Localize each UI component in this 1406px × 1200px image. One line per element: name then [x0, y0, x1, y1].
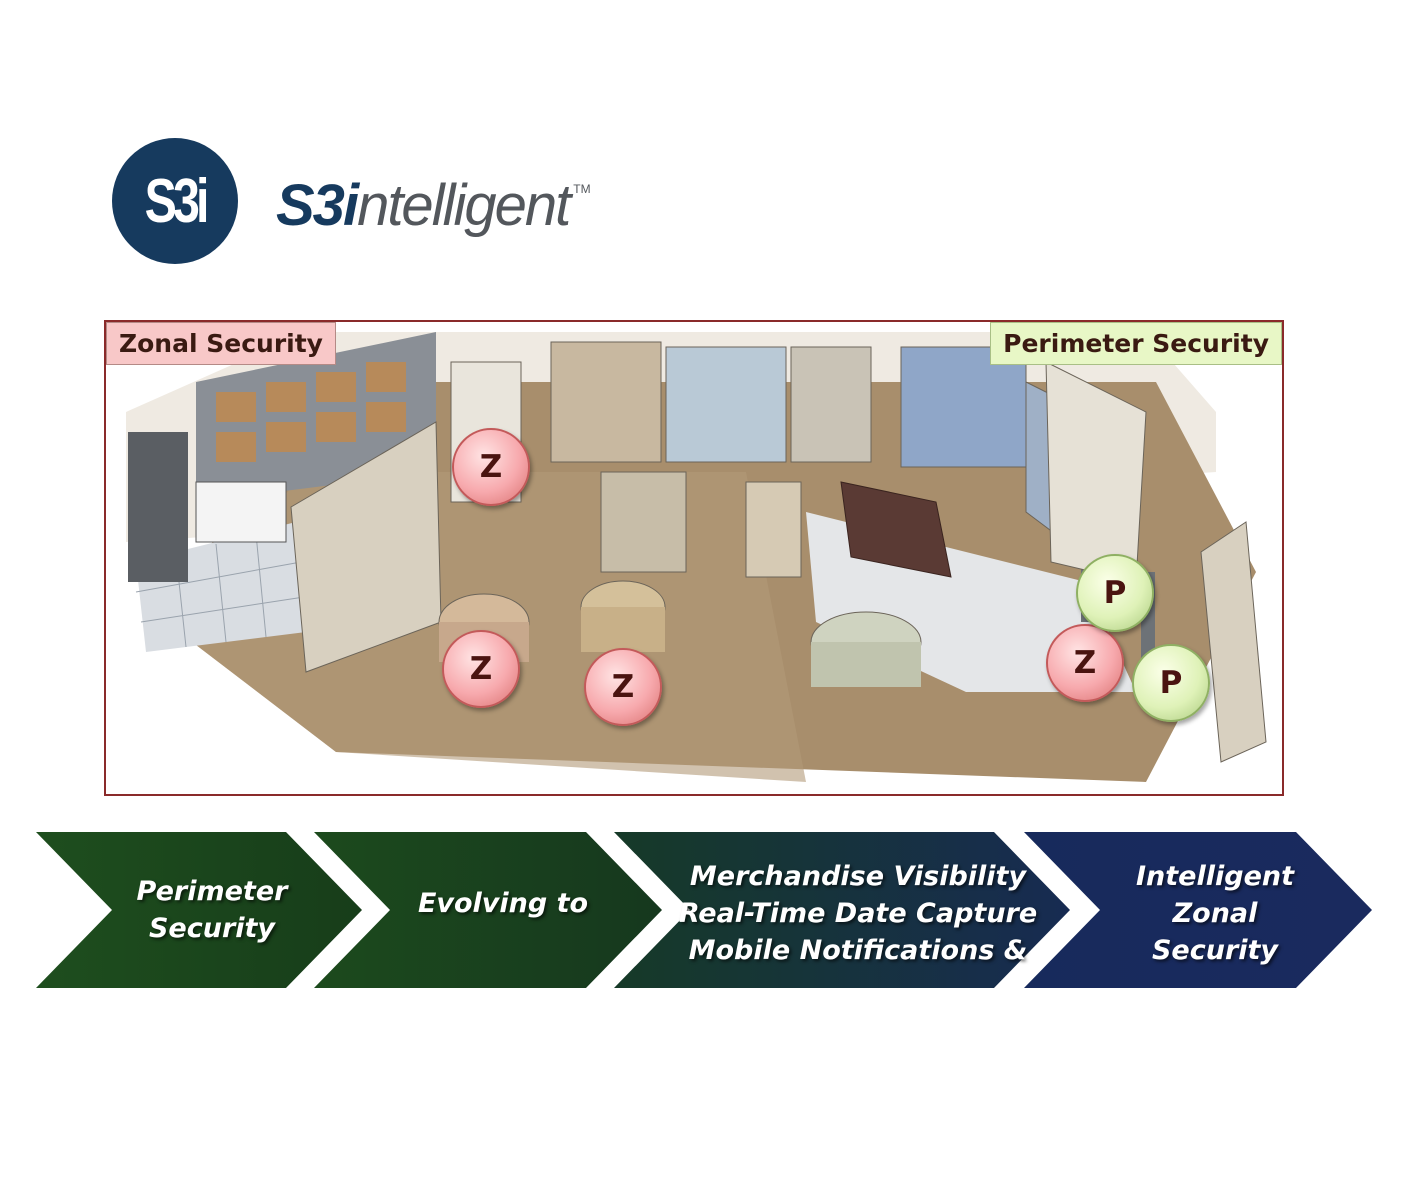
step-intelligent-zonal-security: Intelligent Zonal Security — [1100, 840, 1330, 986]
zone-marker: Z — [1046, 624, 1124, 702]
step-line: Intelligent — [1135, 860, 1295, 892]
stockroom-counter — [195, 481, 287, 543]
step-line: Merchandise Visibility — [689, 860, 1027, 892]
step-evolving-to: Evolving to — [390, 840, 616, 966]
wordmark-bold: S3i — [276, 173, 359, 238]
step-line: Real-Time Date Capture — [678, 897, 1038, 929]
s3i-logo-mark: S3i — [112, 138, 238, 264]
clothing-rack-2 — [745, 481, 802, 578]
store-illustration — [126, 332, 1267, 782]
cash-counter — [840, 481, 952, 578]
wordmark-light: ntelligent — [357, 173, 571, 238]
perimeter-marker: P — [1132, 644, 1210, 722]
stock-boxes — [216, 362, 406, 462]
trademark-symbol: TM — [573, 182, 591, 196]
wall-shelf-2 — [665, 346, 787, 463]
round-table-3-base — [811, 642, 921, 687]
clothing-rack-1 — [600, 471, 687, 573]
zonal-security-label: Zonal Security — [106, 322, 336, 365]
step-line: Evolving to — [417, 887, 589, 919]
perimeter-marker: P — [1076, 554, 1154, 632]
round-table-2-base — [581, 607, 665, 652]
step-perimeter-security: Perimeter Security — [112, 840, 312, 980]
zone-marker: Z — [584, 648, 662, 726]
step-line: Zonal — [1172, 897, 1258, 929]
logo-mark-text: S3i — [144, 166, 210, 236]
zone-marker: Z — [442, 630, 520, 708]
perimeter-security-label: Perimeter Security — [990, 322, 1282, 365]
wall-shelf-4 — [900, 346, 1027, 468]
stockroom-door — [128, 432, 188, 582]
wall-shelf-3 — [790, 346, 872, 463]
store-floor-plan: Zonal Security Perimeter Security Z Z Z … — [104, 320, 1284, 796]
zone-marker: Z — [452, 428, 530, 506]
step-line: Mobile Notifications & — [688, 934, 1028, 966]
step-line: Security — [1151, 934, 1279, 966]
wall-shelf-1 — [550, 341, 662, 463]
step-line: Security — [148, 913, 276, 944]
entrance-wall — [1200, 521, 1267, 763]
step-line: Perimeter — [136, 876, 288, 907]
step-merchandise-visibility: Merchandise Visibility Real-Time Date Ca… — [660, 840, 1056, 986]
